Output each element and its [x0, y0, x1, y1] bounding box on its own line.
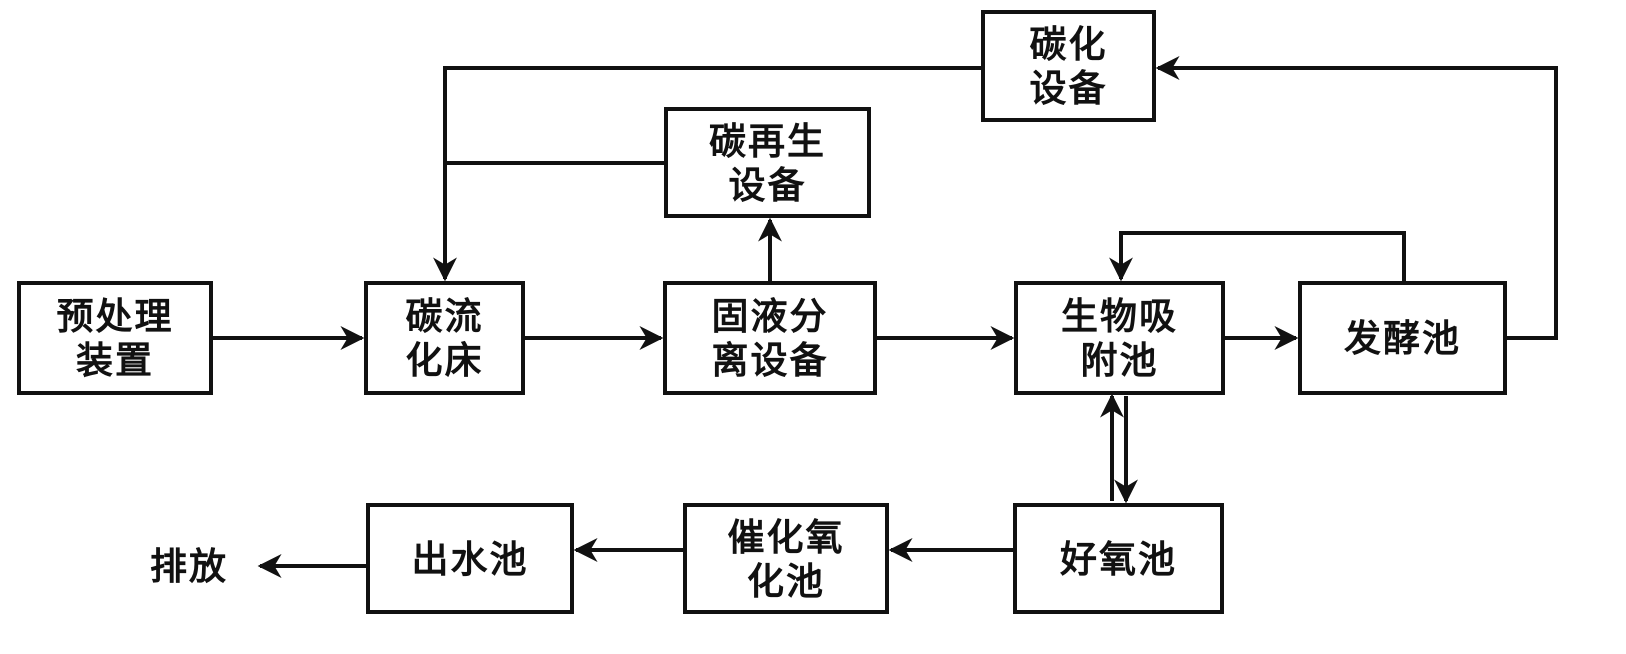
node-carbonization-device: 碳化 设备 [981, 10, 1156, 122]
arrow-ferment-to-bio-adsorb [1109, 231, 1406, 282]
node-solid-liquid-separator: 固液分 离设备 [663, 281, 877, 395]
node-solid-liquid-separator-label: 固液分 离设备 [711, 294, 829, 382]
node-pretreatment-device: 预处理 装置 [17, 281, 213, 395]
node-bio-adsorption-tank: 生物吸 附池 [1014, 281, 1225, 395]
node-fermentation-tank: 发酵池 [1298, 281, 1507, 395]
node-aerobic-tank: 好氧池 [1013, 503, 1224, 614]
node-carbon-regeneration-device-label: 碳再生 设备 [709, 118, 826, 207]
node-aerobic-tank-label: 好氧池 [1060, 536, 1177, 581]
node-carbon-fluidized-bed: 碳流 化床 [364, 281, 525, 395]
node-bio-adsorption-tank-label: 生物吸 附池 [1061, 294, 1178, 382]
arrow-ferment-to-carbonize [1155, 56, 1558, 340]
node-fermentation-tank-label: 发酵池 [1344, 316, 1461, 360]
node-carbonization-device-label: 碳化 设备 [1029, 22, 1108, 110]
node-carbon-regeneration-device: 碳再生 设备 [664, 107, 871, 218]
node-catalytic-oxidation-tank-label: 催化氧 化池 [727, 514, 845, 603]
node-outlet-tank-label: 出水池 [411, 536, 529, 581]
arrow-carbonize-to-carbon-bed [433, 66, 981, 282]
node-catalytic-oxidation-tank: 催化氧 化池 [683, 503, 889, 614]
discharge-label: 排放 [150, 544, 228, 588]
node-pretreatment-device-label: 预处理 装置 [56, 294, 174, 382]
node-carbon-fluidized-bed-label: 碳流 化床 [405, 294, 484, 382]
node-outlet-tank: 出水池 [366, 503, 574, 614]
